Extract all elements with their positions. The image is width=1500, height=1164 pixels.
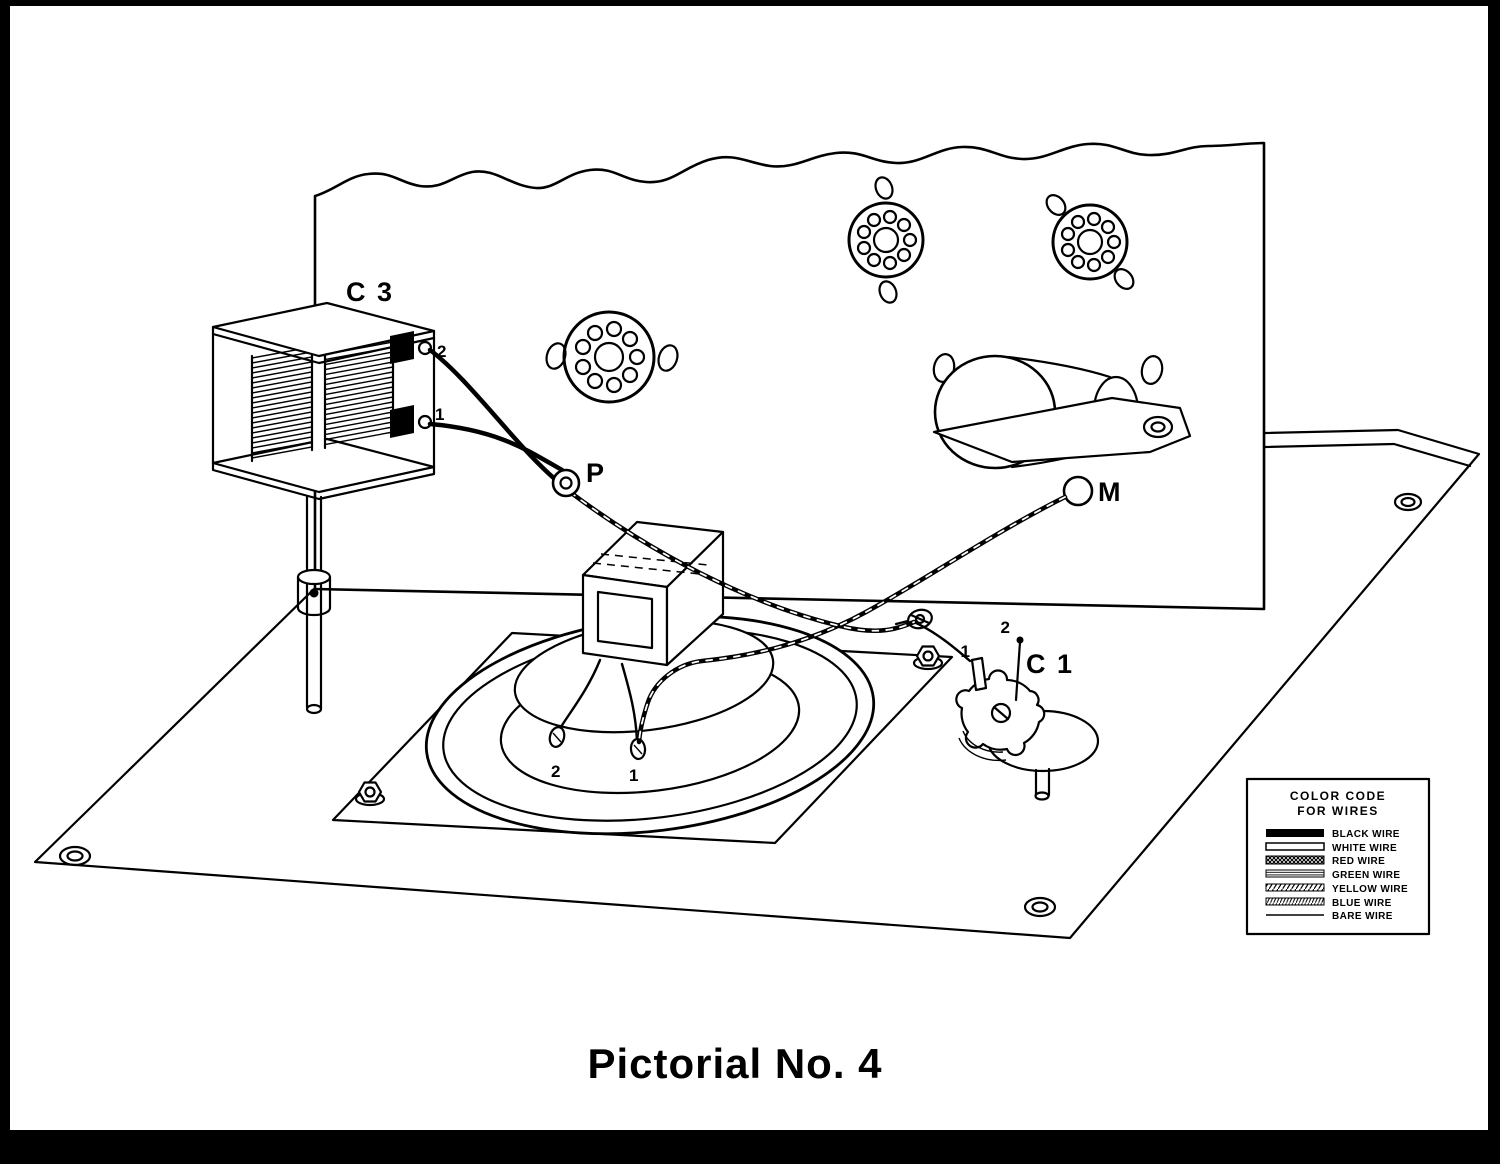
legend-sample-blue-wire xyxy=(1265,897,1325,906)
c3-terminal-block xyxy=(390,405,414,438)
speaker-terminal-1: 1 xyxy=(629,737,647,785)
legend-sample-red-wire xyxy=(1265,855,1325,865)
speaker-assembly: 2 1 xyxy=(331,520,954,845)
chassis-hole xyxy=(1023,896,1057,918)
p-label: P xyxy=(586,458,606,488)
legend-row: BARE WIRE xyxy=(1266,911,1393,922)
legend-label: RED WIRE xyxy=(1332,856,1385,867)
legend-sample-green-wire xyxy=(1265,869,1325,878)
trimmer-capacitor-c1: 2 1 C 1 xyxy=(894,608,1100,801)
panel-hole xyxy=(1140,355,1164,385)
page-title: Pictorial No. 4 xyxy=(587,1040,882,1087)
grommet-m: M xyxy=(1062,475,1123,507)
back-panel xyxy=(313,141,1266,611)
c1-lug-1 xyxy=(970,656,988,692)
legend-label: BLUE WIRE xyxy=(1332,898,1392,909)
legend-row: RED WIRE xyxy=(1265,855,1385,867)
transformer-lead xyxy=(620,662,639,744)
c3-label: C 3 xyxy=(346,277,394,307)
coil-bracket xyxy=(932,396,1192,464)
legend-title-line1: COLOR CODE xyxy=(1290,789,1386,803)
c3-gang-gap xyxy=(312,344,325,450)
legend-row: BLACK WIRE xyxy=(1266,829,1400,840)
c3-shaft xyxy=(296,495,332,715)
legend-row: BLUE WIRE xyxy=(1265,897,1392,909)
tube-socket-middle xyxy=(847,176,925,304)
legend-sample-white-wire xyxy=(1265,842,1325,851)
c1-terminal-1-label: 1 xyxy=(961,642,970,661)
grommet-p: P xyxy=(551,458,606,498)
speaker-terminal-2: 2 xyxy=(548,726,566,781)
wiring xyxy=(427,347,1068,745)
wire-lug-to-c1 xyxy=(912,620,972,663)
speaker xyxy=(424,614,876,836)
wire-c3-to-p-a xyxy=(427,347,559,483)
legend: COLOR CODE FOR WIRES BLACK WIRE WHITE WI… xyxy=(1245,777,1431,936)
transformer-lead xyxy=(557,658,602,732)
tube-socket-left xyxy=(545,310,679,404)
coil-assembly xyxy=(932,354,1192,470)
legend-sample-black-wire xyxy=(1266,829,1324,837)
wire-c3-to-p-b xyxy=(427,421,565,473)
legend-label: BLACK WIRE xyxy=(1332,829,1400,840)
wire-twist-overlay xyxy=(569,491,915,632)
mounting-nut xyxy=(912,645,944,671)
c1-terminal-2-label: 2 xyxy=(1001,618,1010,637)
legend-title-line2: FOR WIRES xyxy=(1297,804,1379,818)
mounting-nut xyxy=(354,781,386,807)
chassis-hole xyxy=(1393,492,1423,512)
legend-row: GREEN WIRE xyxy=(1265,869,1400,881)
legend-label: YELLOW WIRE xyxy=(1332,884,1408,895)
legend-sample-yellow-wire xyxy=(1265,883,1325,892)
tube-socket-right xyxy=(1045,194,1135,290)
speaker-terminal-1-label: 1 xyxy=(629,766,638,785)
bracket-hole xyxy=(1142,415,1174,439)
wire-m-to-speaker xyxy=(636,494,1068,745)
capacitor-c3: 2 1 C 3 xyxy=(211,277,446,715)
c3-terminal-1-label: 1 xyxy=(435,405,444,424)
m-label: M xyxy=(1098,477,1123,507)
transformer-window xyxy=(596,590,654,650)
c3-terminal-2-label: 2 xyxy=(437,342,446,361)
output-transformer xyxy=(581,520,725,667)
legend-row: YELLOW WIRE xyxy=(1265,883,1408,895)
c3-terminal-block xyxy=(390,331,414,364)
legend-row: WHITE WIRE xyxy=(1265,842,1397,854)
speaker-terminal-2-label: 2 xyxy=(551,762,560,781)
legend-label: WHITE WIRE xyxy=(1332,843,1397,854)
legend-label: BARE WIRE xyxy=(1332,911,1393,922)
chassis-hole xyxy=(58,845,92,867)
legend-label: GREEN WIRE xyxy=(1332,870,1400,881)
c1-label: C 1 xyxy=(1026,649,1074,679)
